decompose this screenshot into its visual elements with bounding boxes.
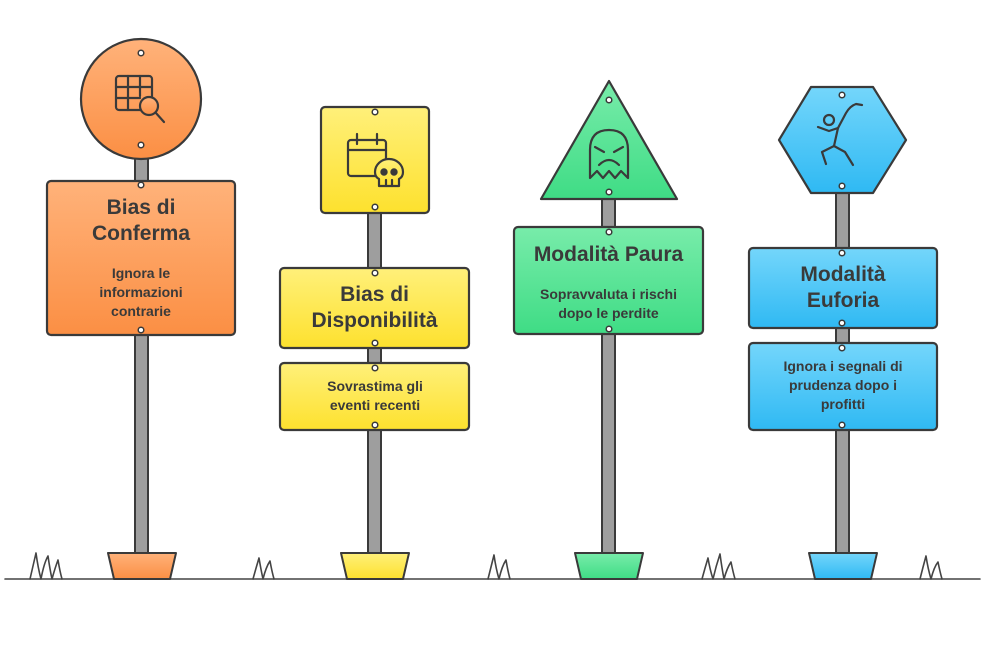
pole-base	[340, 552, 410, 580]
title-bias-di-conferma: Bias di Conferma	[91, 196, 191, 245]
info-board	[278, 361, 471, 432]
pole-base	[574, 552, 644, 580]
triangle-sign	[539, 79, 679, 201]
description-bias-di-disponibilita: Sovrastima gli eventi recenti	[327, 378, 423, 413]
grass-tuft	[29, 552, 63, 580]
signpost-bias-di-conferma	[45, 37, 237, 580]
circle-sign	[79, 37, 203, 161]
signpost-modalita-euforia	[747, 85, 939, 580]
description-bias-di-conferma: Ignora le informazioni contrarie	[99, 264, 183, 319]
info-board	[45, 179, 237, 337]
grass-tuft	[252, 557, 275, 580]
pole-base	[808, 552, 878, 580]
title-bias-di-disponibilita: Bias di Disponibilità	[311, 283, 438, 332]
title-board	[747, 246, 939, 330]
pole-base	[107, 552, 177, 580]
info-board	[747, 341, 939, 432]
spreadsheet-search-icon	[114, 74, 166, 124]
description-modalita-paura: Sopravvaluta i rischi dopo le perdite	[540, 286, 677, 321]
info-board	[512, 225, 705, 336]
square-sign	[319, 105, 431, 215]
dancing-person-icon	[816, 102, 864, 167]
calendar-skull-icon	[346, 132, 405, 188]
grass-tuft	[919, 555, 943, 580]
signpost-bias-di-disponibilita	[278, 105, 471, 580]
angry-face-icon	[588, 128, 630, 180]
title-board	[278, 266, 471, 350]
title-modalita-euforia: Modalità Euforia	[800, 263, 886, 312]
signpost-modalita-paura	[512, 79, 705, 580]
grass-tuft	[487, 554, 511, 580]
title-modalita-paura: Modalità Paura	[533, 243, 684, 266]
hexagon-sign	[777, 85, 908, 195]
grass-tuft	[701, 553, 736, 580]
description-modalita-euforia: Ignora i segnali di prudenza dopo i prof…	[783, 357, 903, 412]
